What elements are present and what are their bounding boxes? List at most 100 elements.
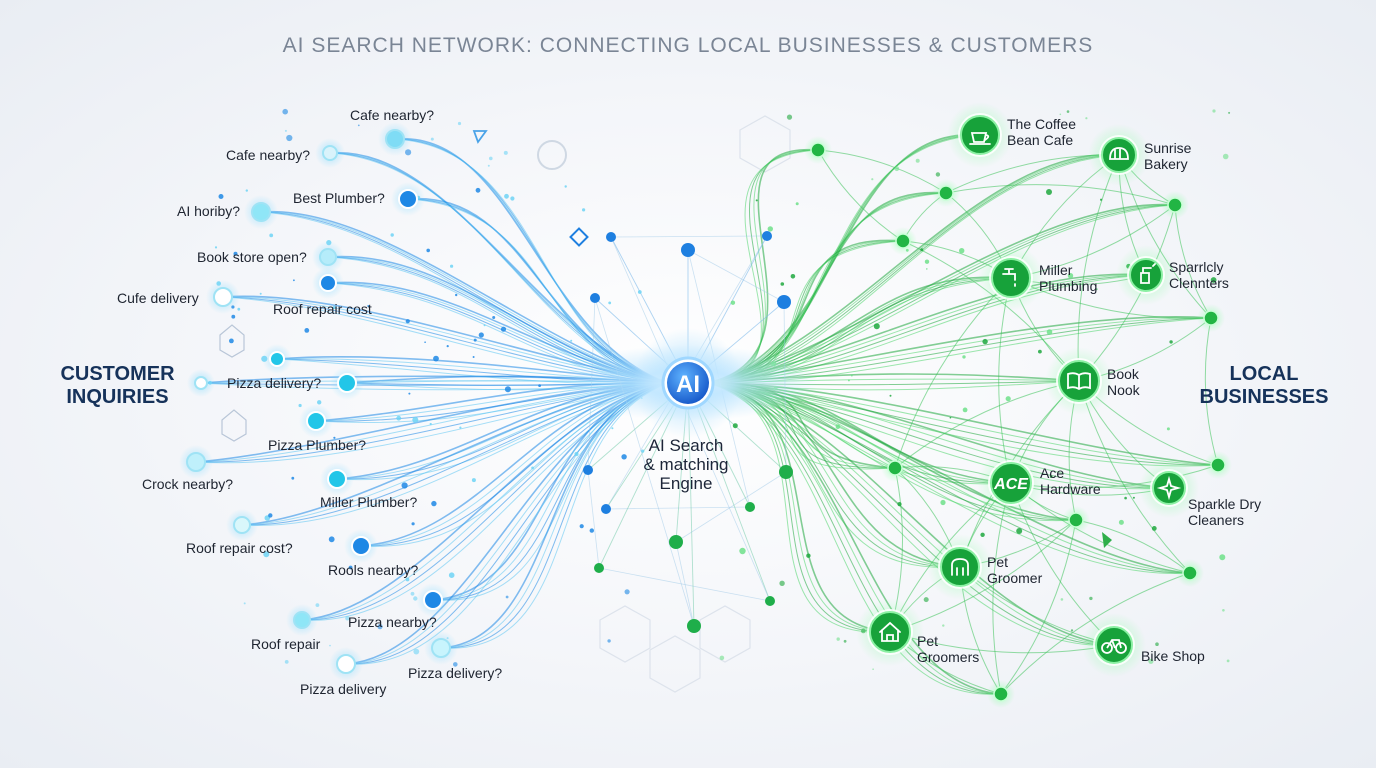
data-particle [1151, 526, 1157, 531]
business-label-coffee-bean-cafe[interactable]: The Coffee Bean Cafe [1007, 116, 1076, 148]
inquiry-label[interactable]: Miller Plumber? [320, 494, 418, 510]
customer-inquiries-heading: CUSTOMER INQUIRIES [50, 363, 185, 409]
data-particle [582, 208, 586, 212]
bread-shape [1109, 147, 1129, 160]
heading-line: INQUIRIES [66, 386, 169, 408]
business-label-sparrlcly-clennters[interactable]: Sparrlcly Clennters [1169, 259, 1229, 291]
business-label-ace-hardware[interactable]: Ace Hardware [1040, 465, 1101, 497]
data-particle [411, 522, 415, 526]
data-particle [390, 233, 394, 237]
business-label-sparkle-dry-cleaners[interactable]: Sparkle Dry Cleaners [1188, 496, 1261, 528]
network-node [590, 293, 600, 303]
customer-node [319, 274, 337, 292]
data-particle [231, 314, 236, 319]
business-label-bike-shop[interactable]: Bike Shop [1141, 648, 1205, 664]
inquiry-label[interactable]: Roof repair [251, 636, 321, 652]
business-label-miller-plumbing[interactable]: Miller Plumbing [1039, 262, 1097, 294]
customer-link-line [329, 152, 669, 384]
business-name-line: Bean Cafe [1007, 132, 1074, 148]
business-label-pet-groomers[interactable]: Pet Groomers [917, 633, 979, 665]
data-particle [1219, 554, 1226, 561]
heading-line: CUSTOMER [60, 363, 175, 385]
customer-node [336, 654, 356, 674]
data-particle [293, 279, 295, 282]
data-particle [780, 282, 785, 286]
inquiry-label[interactable]: Pizza Plumber? [268, 437, 367, 453]
data-particle [471, 478, 476, 483]
data-particle [835, 424, 841, 430]
data-particle [1118, 519, 1124, 525]
business-label-book-nook[interactable]: Book Nook [1107, 366, 1140, 398]
inquiry-label[interactable]: Cufe delivery [117, 290, 199, 306]
business-name-line: Pet [987, 554, 1009, 570]
data-particle [767, 226, 773, 232]
business-node [1101, 137, 1137, 173]
business-name-line: Ace [1040, 465, 1065, 481]
business-label-pet-groomer[interactable]: Pet Groomer [987, 554, 1042, 586]
dog-shape [951, 558, 969, 576]
data-particle [786, 114, 793, 120]
inquiry-label[interactable]: Pizza delivery? [408, 665, 503, 681]
customer-node [322, 145, 338, 161]
data-particle [413, 648, 420, 655]
data-particle [538, 384, 541, 387]
inquiry-label[interactable]: Roof repair cost [273, 301, 372, 317]
business-name-line: Groomer [987, 570, 1043, 586]
network-node [681, 243, 695, 257]
business-label-sunrise-bakery[interactable]: Sunrise Bakery [1144, 140, 1191, 172]
data-particle [755, 199, 758, 202]
data-particle [237, 307, 241, 311]
business-node [960, 115, 1000, 155]
engine-label: AI Search & matching Engine [616, 436, 756, 493]
data-particle [959, 248, 965, 254]
inquiry-label[interactable]: AI horiby? [177, 203, 241, 219]
data-particle [245, 189, 248, 192]
mesh-line [945, 184, 1176, 206]
network-nodes [179, 122, 793, 681]
data-particle [492, 316, 496, 319]
business-name-line: Groomers [917, 649, 980, 665]
customer-link-line [329, 152, 669, 384]
inquiry-label[interactable]: Book store open? [197, 249, 307, 265]
data-particle [504, 193, 509, 199]
network-node [887, 460, 903, 476]
bicycle-icon [1101, 639, 1127, 654]
data-particle [1046, 189, 1052, 195]
data-particle [611, 427, 614, 430]
decorative-hexagons [219, 115, 791, 693]
mesh-line [675, 541, 695, 627]
inquiry-label[interactable]: Rools nearby? [328, 562, 419, 578]
data-particle [284, 660, 289, 664]
mesh-line [1204, 317, 1219, 466]
data-particle [1049, 475, 1053, 479]
data-particle [268, 513, 273, 518]
data-particle [962, 355, 966, 359]
ai-hub[interactable]: AI [661, 356, 715, 410]
data-particle [1016, 528, 1023, 534]
data-particle [894, 166, 900, 172]
inquiry-label[interactable]: Cafe nearby? [226, 147, 311, 163]
data-particle [779, 580, 785, 586]
inquiry-label[interactable]: Pizza delivery [300, 681, 387, 697]
inquiry-label[interactable]: Pizza nearby? [348, 614, 437, 630]
customer-node [385, 129, 405, 149]
inquiry-label[interactable]: Best Plumber? [293, 190, 385, 206]
inquiry-label[interactable]: Crock nearby? [142, 476, 234, 492]
data-particle [286, 134, 293, 142]
data-particle [872, 668, 874, 670]
data-particle [1124, 496, 1127, 500]
inquiry-label[interactable]: Cafe nearby? [350, 107, 435, 123]
data-particle [401, 482, 408, 489]
inquiry-label[interactable]: Roof repair cost? [186, 540, 293, 556]
customer-node [194, 376, 208, 390]
data-particle [1070, 629, 1074, 632]
inquiry-label[interactable]: Pizza delivery? [227, 375, 322, 391]
data-particle [915, 158, 920, 163]
business-name-line: Sparkle Dry [1188, 496, 1262, 512]
data-particle [850, 374, 853, 377]
local-businesses-heading: LOCAL BUSINESSES [1196, 363, 1332, 409]
customer-node [306, 411, 326, 431]
data-particle [489, 156, 493, 161]
data-particle [873, 323, 880, 330]
business-name-line: Sunrise [1144, 140, 1192, 156]
